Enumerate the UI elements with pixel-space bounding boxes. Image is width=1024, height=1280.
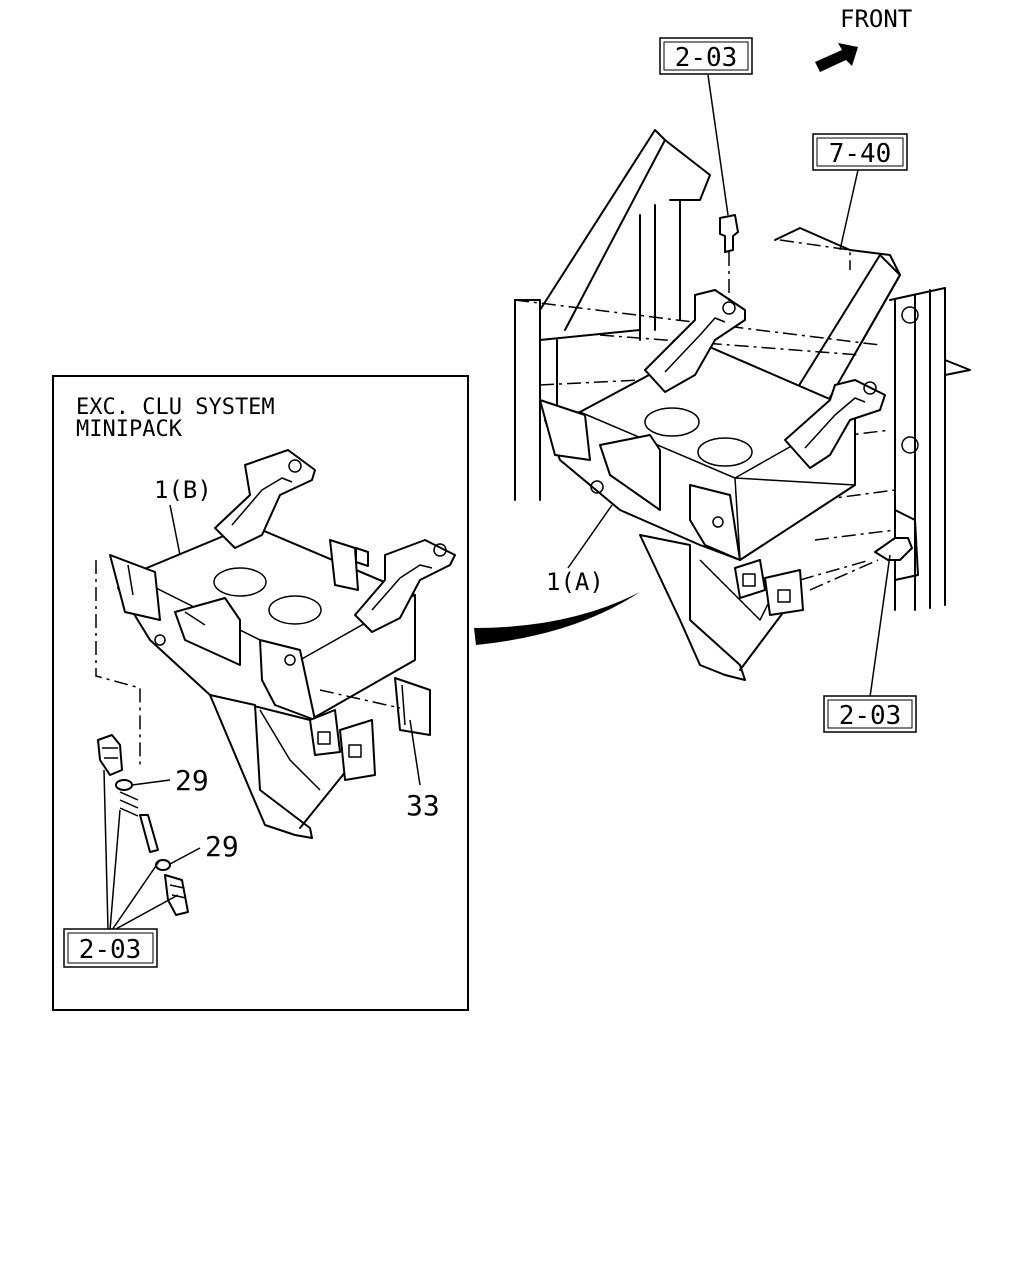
ref-frame-text: 7-40 [829, 139, 892, 169]
inset-title-line2: MINIPACK [76, 417, 183, 442]
front-arrow-icon [815, 43, 858, 72]
ref-box-top: 2-03 [659, 37, 753, 75]
part-label-1b: 1(B) [154, 476, 212, 504]
ref-right-text: 2-03 [839, 701, 902, 731]
leader-right-ref [869, 554, 891, 698]
inset-assembly [95, 449, 456, 916]
leader-washer-upper [131, 779, 171, 786]
leader-inset-ref [103, 769, 179, 931]
leader-washer-lower [169, 847, 201, 865]
ref-top-text: 2-03 [675, 43, 738, 73]
leader-plate [409, 719, 421, 786]
part-label-29-upper: 29 [175, 764, 209, 797]
leader-bracket-b [169, 504, 181, 556]
front-label: FRONT [840, 5, 912, 33]
ref-inset-text: 2-03 [79, 935, 142, 965]
inset-frame [52, 375, 469, 1011]
part-label-33: 33 [406, 789, 440, 822]
inset-title-line1: EXC. CLU SYSTEM [76, 395, 275, 420]
ref-box-right: 2-03 [823, 695, 917, 733]
leader-bracket-a [567, 504, 613, 569]
ref-box-inset: 2-03 [63, 928, 158, 968]
ref-box-frame: 7-40 [812, 133, 908, 171]
leader-top-ref [707, 74, 729, 216]
part-label-1a: 1(A) [546, 568, 604, 596]
main-assembly [514, 129, 971, 681]
inset-pointer-arrow [474, 592, 640, 645]
part-label-29-lower: 29 [205, 830, 239, 863]
leader-frame-ref [839, 169, 859, 251]
